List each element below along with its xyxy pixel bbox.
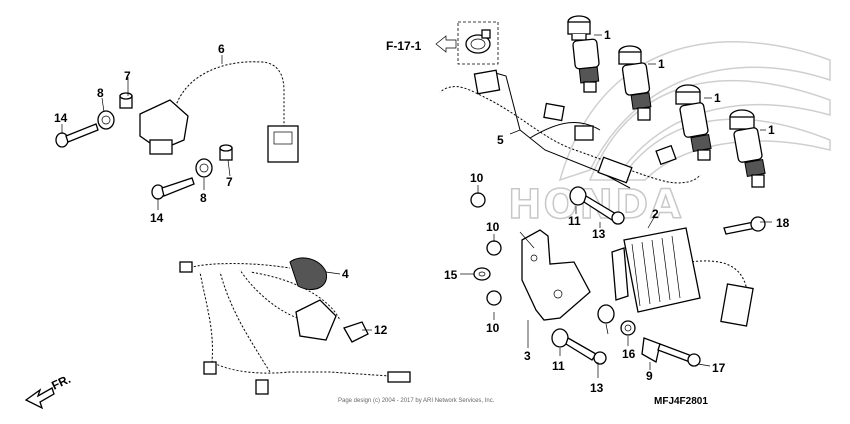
callout-1-c: 1 — [714, 91, 721, 105]
bolt-17 — [657, 343, 701, 367]
nut-10-c — [486, 290, 502, 306]
callout-8-lower: 8 — [200, 191, 207, 205]
regulator-rectifier-2 — [611, 227, 754, 327]
nut-10-b — [486, 240, 502, 256]
callout-9: 9 — [646, 369, 653, 383]
callout-7-lower: 7 — [226, 175, 233, 189]
front-label: FR. — [49, 372, 72, 393]
reference-arrow-icon — [435, 35, 457, 53]
callout-6: 6 — [218, 42, 225, 56]
callout-12: 12 — [374, 323, 388, 337]
diagram-code: MFJ4F2801 — [654, 396, 708, 407]
callout-1-b: 1 — [658, 57, 665, 71]
bolt-14-lower — [151, 177, 195, 200]
callout-14-lower: 14 — [150, 211, 164, 225]
honda-wing-watermark: HONDA — [507, 41, 831, 229]
callout-8-upper: 8 — [97, 86, 104, 100]
callout-10-c: 10 — [486, 321, 500, 335]
reference-dashed-box — [457, 21, 499, 65]
ignition-coil-1d — [729, 109, 766, 188]
band-clamp-icon — [465, 29, 491, 54]
callout-11-lower: 11 — [552, 359, 565, 373]
front-arrow-icon — [24, 387, 55, 410]
callout-7-upper: 7 — [124, 69, 131, 83]
nut-11-lower-b — [597, 304, 615, 324]
callout-15: 15 — [444, 268, 458, 282]
leader-lines — [61, 34, 772, 378]
washer-16 — [620, 320, 636, 336]
ignition-coil-1a — [567, 15, 600, 93]
callout-10-a: 10 — [470, 171, 484, 185]
bolt-13-lower — [565, 337, 607, 365]
wire-harness-4 — [179, 257, 411, 395]
callout-18: 18 — [776, 216, 790, 230]
callout-1-a: 1 — [604, 28, 611, 42]
nut-8-upper — [97, 110, 115, 130]
callout-5: 5 — [497, 133, 504, 147]
callout-2: 2 — [652, 207, 659, 221]
bolt-18 — [723, 216, 766, 235]
collar-7-upper — [119, 92, 133, 109]
nut-8-lower — [195, 158, 213, 178]
collar-7-lower — [219, 144, 233, 161]
reference-group: F-17-1 — [386, 21, 499, 65]
callout-3: 3 — [524, 349, 531, 363]
bank-angle-sensor-6 — [139, 61, 299, 163]
copyright-text: Page design (c) 2004 - 2017 by ARI Netwo… — [338, 398, 495, 404]
callout-4: 4 — [342, 267, 349, 281]
bolt-13-upper — [583, 195, 625, 225]
ignition-coil-1c — [675, 84, 712, 161]
callout-17: 17 — [712, 361, 726, 375]
reference-label: F-17-1 — [386, 39, 422, 53]
ignition-coil-1b — [618, 45, 652, 121]
callout-14-upper: 14 — [54, 111, 68, 125]
front-arrow: FR. — [24, 372, 73, 410]
callout-1-d: 1 — [768, 123, 775, 137]
nut-10-a — [470, 192, 486, 208]
clamp-9 — [641, 337, 661, 364]
callout-11-upper: 11 — [568, 214, 581, 228]
grommet-12 — [343, 321, 369, 343]
callout-13-upper: 13 — [592, 227, 606, 241]
callout-numbers: 6 7 8 14 7 8 14 4 12 1 1 1 1 5 2 18 10 1… — [54, 28, 790, 395]
callout-13-lower: 13 — [590, 381, 604, 395]
callout-16: 16 — [622, 347, 636, 361]
washer-15 — [473, 267, 491, 281]
bracket-3 — [521, 229, 591, 321]
callout-10-b: 10 — [486, 220, 500, 234]
